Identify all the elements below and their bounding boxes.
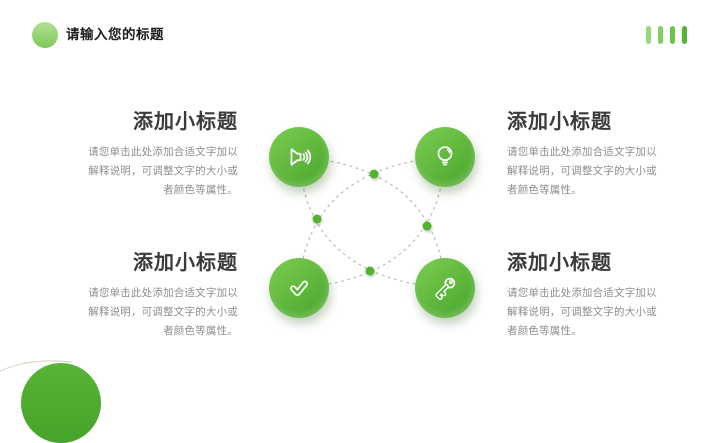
text-block-bottom-right[interactable]: 添加小标题 请您单击此处添加合适文字加以解释说明，可调整文字的大小或者颜色等属性… bbox=[507, 251, 659, 341]
corner-arc-line bbox=[0, 360, 73, 372]
section-subtitle: 添加小标题 bbox=[507, 252, 612, 274]
connector-dot bbox=[369, 169, 379, 179]
header-accent-dot bbox=[32, 22, 58, 48]
section-subtitle: 添加小标题 bbox=[133, 111, 238, 133]
connector-dot bbox=[422, 221, 432, 231]
text-block-top-right[interactable]: 添加小标题 请您单击此处添加合适文字加以解释说明，可调整文字的大小或者颜色等属性… bbox=[507, 110, 659, 200]
node-key[interactable] bbox=[415, 258, 475, 318]
decor-bar bbox=[646, 26, 651, 44]
dashed-connector bbox=[298, 156, 446, 289]
section-body: 请您单击此处添加合适文字加以解释说明，可调整文字的大小或者颜色等属性。 bbox=[88, 146, 238, 196]
checkmark-icon bbox=[290, 280, 309, 297]
section-subtitle: 添加小标题 bbox=[507, 111, 612, 133]
speaker-icon bbox=[290, 148, 312, 166]
decor-bar bbox=[670, 26, 675, 44]
section-body: 请您单击此处添加合适文字加以解释说明，可调整文字的大小或者颜色等属性。 bbox=[507, 146, 657, 196]
text-block-top-left[interactable]: 添加小标题 请您单击此处添加合适文字加以解释说明，可调整文字的大小或者颜色等属性… bbox=[86, 110, 238, 200]
key-icon bbox=[435, 277, 456, 300]
text-block-bottom-left[interactable]: 添加小标题 请您单击此处添加合适文字加以解释说明，可调整文字的大小或者颜色等属性… bbox=[86, 251, 238, 341]
slide-title[interactable]: 请输入您的标题 bbox=[66, 27, 164, 42]
connector-dot bbox=[312, 214, 322, 224]
connector-dot bbox=[365, 266, 375, 276]
node-idea[interactable] bbox=[415, 127, 475, 187]
decor-bar bbox=[682, 26, 687, 44]
node-check[interactable] bbox=[269, 258, 329, 318]
corner-decor-circle bbox=[21, 363, 101, 443]
header-decor-bars bbox=[646, 26, 687, 44]
section-subtitle: 添加小标题 bbox=[133, 252, 238, 274]
connector-layer bbox=[0, 156, 446, 372]
node-announce[interactable] bbox=[269, 127, 329, 187]
dashed-connector bbox=[298, 156, 446, 289]
section-body: 请您单击此处添加合适文字加以解释说明，可调整文字的大小或者颜色等属性。 bbox=[88, 287, 238, 337]
lightbulb-icon bbox=[437, 146, 453, 166]
decor-bar bbox=[658, 26, 663, 44]
section-body: 请您单击此处添加合适文字加以解释说明，可调整文字的大小或者颜色等属性。 bbox=[507, 287, 657, 337]
